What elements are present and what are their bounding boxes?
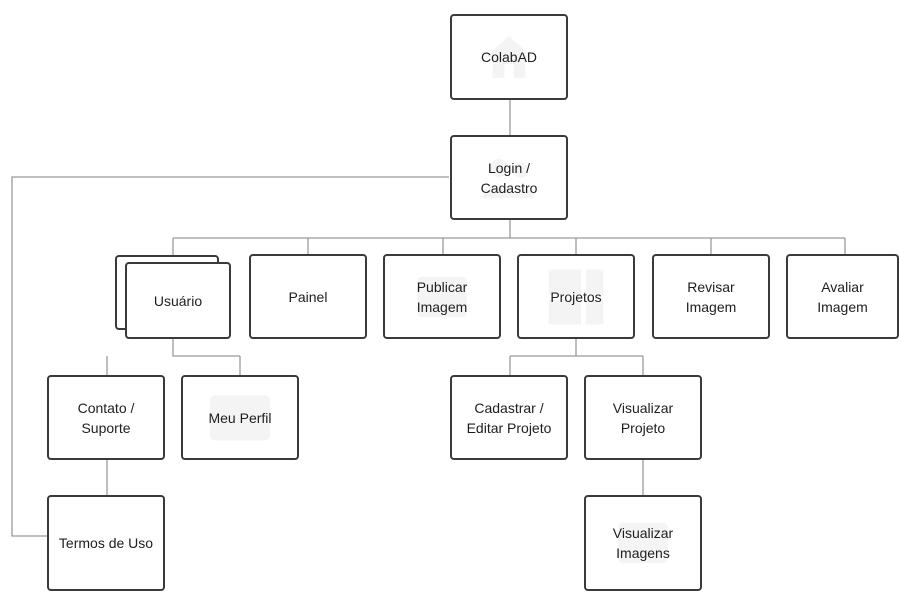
node-cadastrar-editar-projeto[interactable]: Cadastrar / Editar Projeto — [450, 375, 568, 460]
node-contato-suporte[interactable]: Contato / Suporte — [47, 375, 165, 460]
node-revisar-imagem[interactable]: Revisar Imagem — [652, 254, 770, 339]
node-label: Visualizar Imagens — [612, 525, 674, 561]
node-meu-perfil[interactable]: Meu Perfil — [181, 375, 299, 460]
node-login[interactable]: Login / Cadastro — [450, 135, 568, 220]
node-label: Termos de Uso — [58, 535, 154, 551]
node-label: ColabAD — [480, 49, 538, 65]
connector-login-termos — [11, 176, 449, 537]
node-visualizar-projeto[interactable]: Visualizar Projeto — [584, 375, 702, 460]
node-label: Cadastrar / Editar Projeto — [466, 399, 552, 436]
node-label: Visualizar Projeto — [612, 399, 674, 436]
node-visualizar-imagens[interactable]: Visualizar Imagens — [584, 495, 702, 591]
node-label: Avaliar Imagem — [817, 278, 868, 315]
node-label: Projetos — [550, 288, 602, 305]
node-painel[interactable]: Painel — [249, 254, 367, 339]
node-termos-de-uso[interactable]: Termos de Uso — [47, 495, 165, 591]
node-label: Usuário — [153, 292, 203, 309]
node-usuario[interactable]: Usuário — [125, 262, 231, 339]
sitemap-diagram: ColabAD Login / Cadastro Usuário Painel … — [11, 14, 899, 591]
node-label: Publicar Imagem — [416, 278, 468, 315]
node-avaliar-imagem[interactable]: Avaliar Imagem — [786, 254, 899, 339]
node-label: Login / Cadastro — [480, 159, 538, 196]
node-label: Meu Perfil — [208, 409, 272, 426]
connector-usuario-children — [172, 339, 240, 357]
node-publicar-imagem[interactable]: Publicar Imagem — [383, 254, 501, 339]
connector-lines — [11, 99, 846, 537]
node-label: Revisar Imagem — [685, 278, 737, 315]
node-label: Contato / Suporte — [77, 399, 135, 436]
node-label: Painel — [288, 288, 328, 305]
node-colabad[interactable]: ColabAD — [450, 14, 568, 100]
node-projetos[interactable]: Projetos — [517, 254, 635, 339]
